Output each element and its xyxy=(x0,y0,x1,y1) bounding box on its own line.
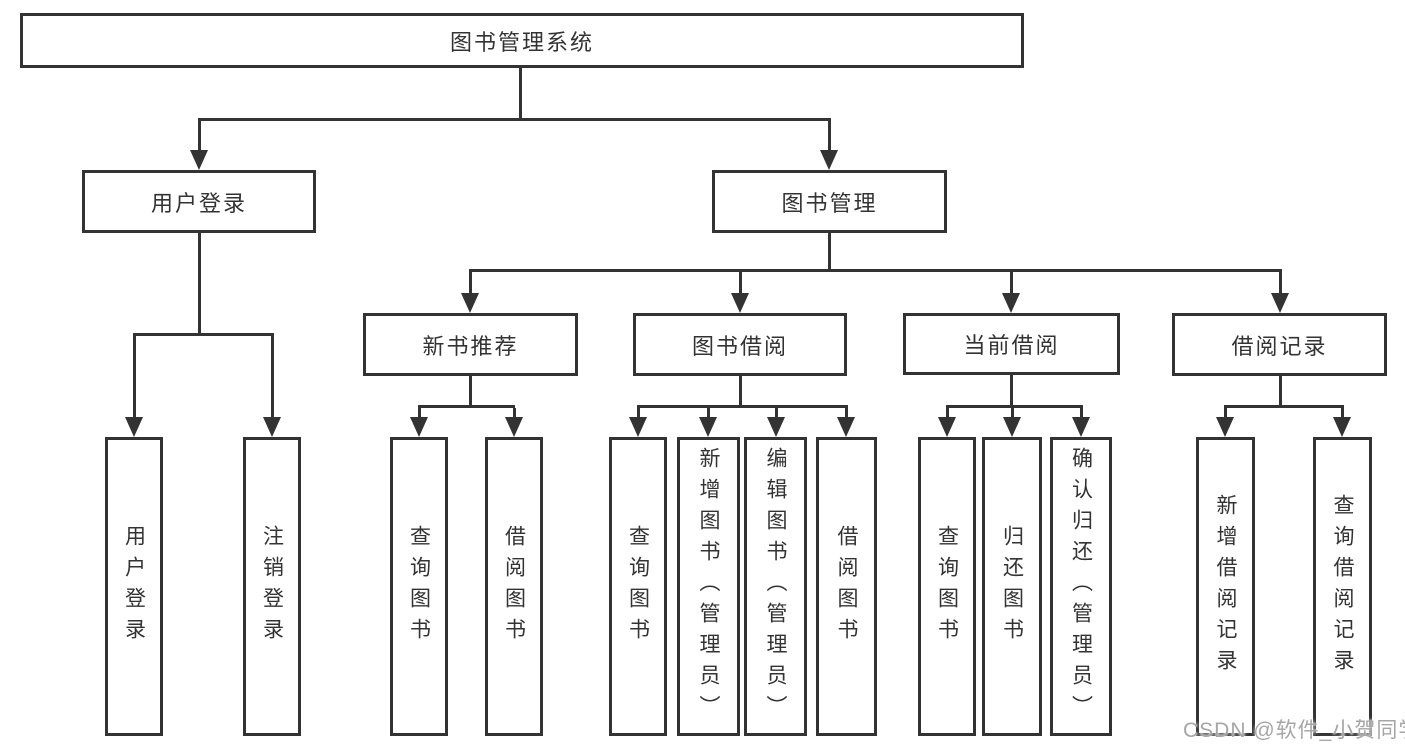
node-label: 图书借阅 xyxy=(691,333,788,359)
arrow-down-icon xyxy=(263,417,281,437)
connector-vline xyxy=(739,272,742,295)
arrow-down-icon xyxy=(125,417,143,437)
node-label: 新增图书（管理员） xyxy=(697,447,720,726)
node-leaf-query-books-current: 查询图书 xyxy=(918,437,976,736)
connector-vline xyxy=(198,233,201,336)
node-leaf-logout: 注销登录 xyxy=(243,437,301,736)
connector-vline xyxy=(1279,376,1282,407)
connector-vline xyxy=(637,408,640,421)
node-leaf-add-borrow-record: 新增借阅记录 xyxy=(1196,437,1255,736)
csdn-watermark: CSDN @软件_小贺同学 xyxy=(1183,719,1405,742)
arrow-down-icon xyxy=(699,417,717,437)
node-borrow-records: 借阅记录 xyxy=(1172,313,1387,376)
node-leaf-query-books-borrowing: 查询图书 xyxy=(609,437,667,736)
connector-vline xyxy=(469,272,472,295)
arrow-down-icon xyxy=(1003,417,1021,437)
node-leaf-query-borrow-record: 查询借阅记录 xyxy=(1313,437,1372,736)
arrow-down-icon xyxy=(410,417,428,437)
arrow-down-icon xyxy=(1271,293,1289,313)
arrow-down-icon xyxy=(629,417,647,437)
node-label: 新书推荐 xyxy=(422,333,519,359)
node-new-book-recommend: 新书推荐 xyxy=(363,313,578,376)
connector-vline xyxy=(775,408,778,421)
node-leaf-user-login: 用户登录 xyxy=(105,437,163,736)
node-label: 查询借阅记录 xyxy=(1331,493,1354,680)
connector-vline xyxy=(828,121,831,152)
connector-vline xyxy=(1341,408,1344,421)
connector-vline xyxy=(845,408,848,421)
connector-hline xyxy=(418,405,515,408)
connector-vline xyxy=(1080,408,1083,421)
node-label: 查询图书 xyxy=(407,524,431,649)
node-label: 注销登录 xyxy=(260,524,284,649)
connector-vline xyxy=(1010,272,1013,295)
node-label: 借阅记录 xyxy=(1231,333,1328,359)
arrow-down-icon xyxy=(938,417,956,437)
connector-vline xyxy=(828,233,831,272)
connector-hline xyxy=(1224,405,1344,408)
node-label: 新增借阅记录 xyxy=(1214,493,1237,680)
connector-vline xyxy=(739,376,742,408)
connector-vline xyxy=(418,408,421,421)
node-leaf-add-books-admin: 新增图书（管理员） xyxy=(677,437,740,736)
arrow-down-icon xyxy=(837,417,855,437)
connector-hline xyxy=(946,405,1083,408)
connector-vline xyxy=(519,68,522,121)
node-label: 用户登录 xyxy=(122,524,146,649)
arrow-down-icon xyxy=(1072,417,1090,437)
node-current-borrowing: 当前借阅 xyxy=(903,313,1120,375)
node-label: 查询图书 xyxy=(626,524,650,649)
node-book-management: 图书管理 xyxy=(712,170,947,233)
node-library-system: 图书管理系统 xyxy=(20,13,1024,68)
connector-vline xyxy=(133,336,136,419)
arrow-down-icon xyxy=(1002,293,1020,313)
connector-hline xyxy=(133,333,274,336)
node-label: 编辑图书（管理员） xyxy=(764,447,787,726)
connector-vline xyxy=(198,121,201,152)
node-user-login: 用户登录 xyxy=(82,170,316,233)
arrow-down-icon xyxy=(1333,417,1351,437)
arrow-down-icon xyxy=(820,150,838,170)
node-leaf-confirm-return-admin: 确认归还（管理员） xyxy=(1050,437,1112,736)
node-label: 用户登录 xyxy=(150,190,247,216)
node-label: 当前借阅 xyxy=(963,333,1060,358)
connector-vline xyxy=(1011,408,1014,421)
node-label: 归还图书 xyxy=(1000,524,1024,649)
connector-hline xyxy=(637,405,848,408)
connector-vline xyxy=(1279,272,1282,295)
arrow-down-icon xyxy=(505,417,523,437)
node-leaf-borrow-books-recommend: 借阅图书 xyxy=(485,437,543,736)
node-label: 图书管理 xyxy=(781,190,878,216)
arrow-down-icon xyxy=(190,150,208,170)
arrow-down-icon xyxy=(461,293,479,313)
connector-vline xyxy=(707,408,710,421)
node-label: 图书管理系统 xyxy=(449,29,594,55)
connector-hline xyxy=(469,269,1282,272)
connector-vline xyxy=(946,408,949,421)
connector-vline xyxy=(513,408,516,421)
arrow-down-icon xyxy=(731,293,749,313)
node-label: 确认归还（管理员） xyxy=(1069,447,1093,726)
arrow-down-icon xyxy=(1216,417,1234,437)
node-label: 借阅图书 xyxy=(835,524,858,649)
connector-vline xyxy=(1010,375,1013,408)
node-leaf-query-books-recommend: 查询图书 xyxy=(390,437,448,736)
node-label: 查询图书 xyxy=(935,524,959,649)
connector-hline xyxy=(198,118,831,121)
arrow-down-icon xyxy=(767,417,785,437)
node-book-borrowing: 图书借阅 xyxy=(633,313,847,376)
node-leaf-borrow-books: 借阅图书 xyxy=(816,437,877,736)
connector-vline xyxy=(469,376,472,408)
node-leaf-return-books: 归还图书 xyxy=(982,437,1042,736)
connector-vline xyxy=(271,336,274,419)
connector-vline xyxy=(1224,408,1227,421)
node-leaf-edit-books-admin: 编辑图书（管理员） xyxy=(744,437,807,736)
node-label: 借阅图书 xyxy=(502,524,526,649)
